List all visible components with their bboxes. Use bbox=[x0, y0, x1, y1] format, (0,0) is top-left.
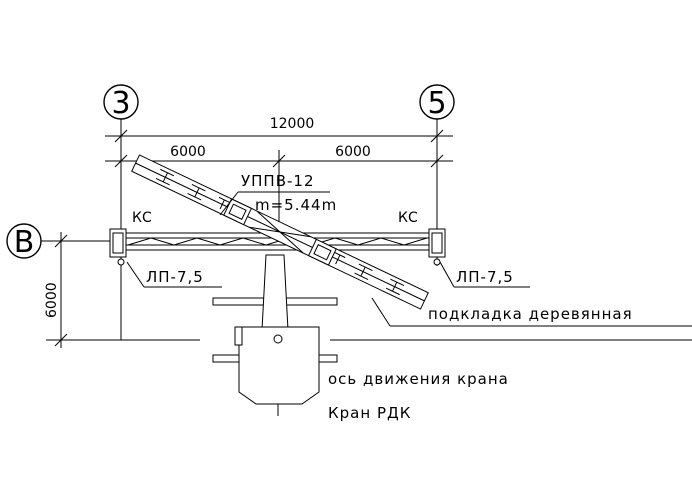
beam-name-label: УППВ-12 bbox=[241, 172, 315, 190]
dimension-vertical-label: 6000 bbox=[44, 282, 60, 318]
axis-label-v: В bbox=[14, 225, 35, 260]
beam-mass-label: m=5.44m bbox=[255, 196, 337, 214]
sling-right-leader: ЛП-7,5 bbox=[439, 261, 530, 288]
axis-label-3: 3 bbox=[111, 86, 130, 121]
diagonal-truss bbox=[131, 154, 429, 310]
sling-left-leader: ЛП-7,5 bbox=[126, 261, 222, 288]
diagonal-truss-sections bbox=[155, 168, 405, 296]
support-right bbox=[428, 228, 446, 258]
support-left-label: КС bbox=[132, 210, 152, 226]
sling-right-label: ЛП-7,5 bbox=[456, 268, 514, 286]
axis-label-5: 5 bbox=[427, 86, 446, 121]
dimension-right-label: 6000 bbox=[335, 144, 371, 160]
beam-name-leader: УППВ-12 m=5.44m bbox=[219, 172, 337, 216]
pad-label: подкладка деревянная bbox=[428, 305, 633, 323]
dimension-12000: 12000 bbox=[105, 116, 453, 143]
support-left bbox=[109, 228, 127, 258]
axis-marker-3: 3 bbox=[103, 84, 139, 121]
pad-leader: подкладка деревянная bbox=[371, 297, 692, 327]
dimension-left-label: 6000 bbox=[170, 144, 206, 160]
sling-left-label: ЛП-7,5 bbox=[146, 268, 204, 286]
dimension-total-label: 12000 bbox=[270, 116, 315, 132]
support-right-label: КС bbox=[398, 210, 418, 226]
crane-axis-label: ось движения крана bbox=[328, 370, 509, 388]
axis-marker-5: 5 bbox=[419, 84, 455, 121]
crane-label: Кран РДК bbox=[328, 404, 411, 422]
truss-beam bbox=[109, 228, 446, 266]
axis-marker-v: В bbox=[6, 223, 42, 260]
crane-rdk bbox=[212, 254, 338, 416]
dimension-vertical-6000: 6000 bbox=[44, 232, 200, 348]
dimension-6000-6000: 6000 6000 bbox=[105, 144, 453, 232]
